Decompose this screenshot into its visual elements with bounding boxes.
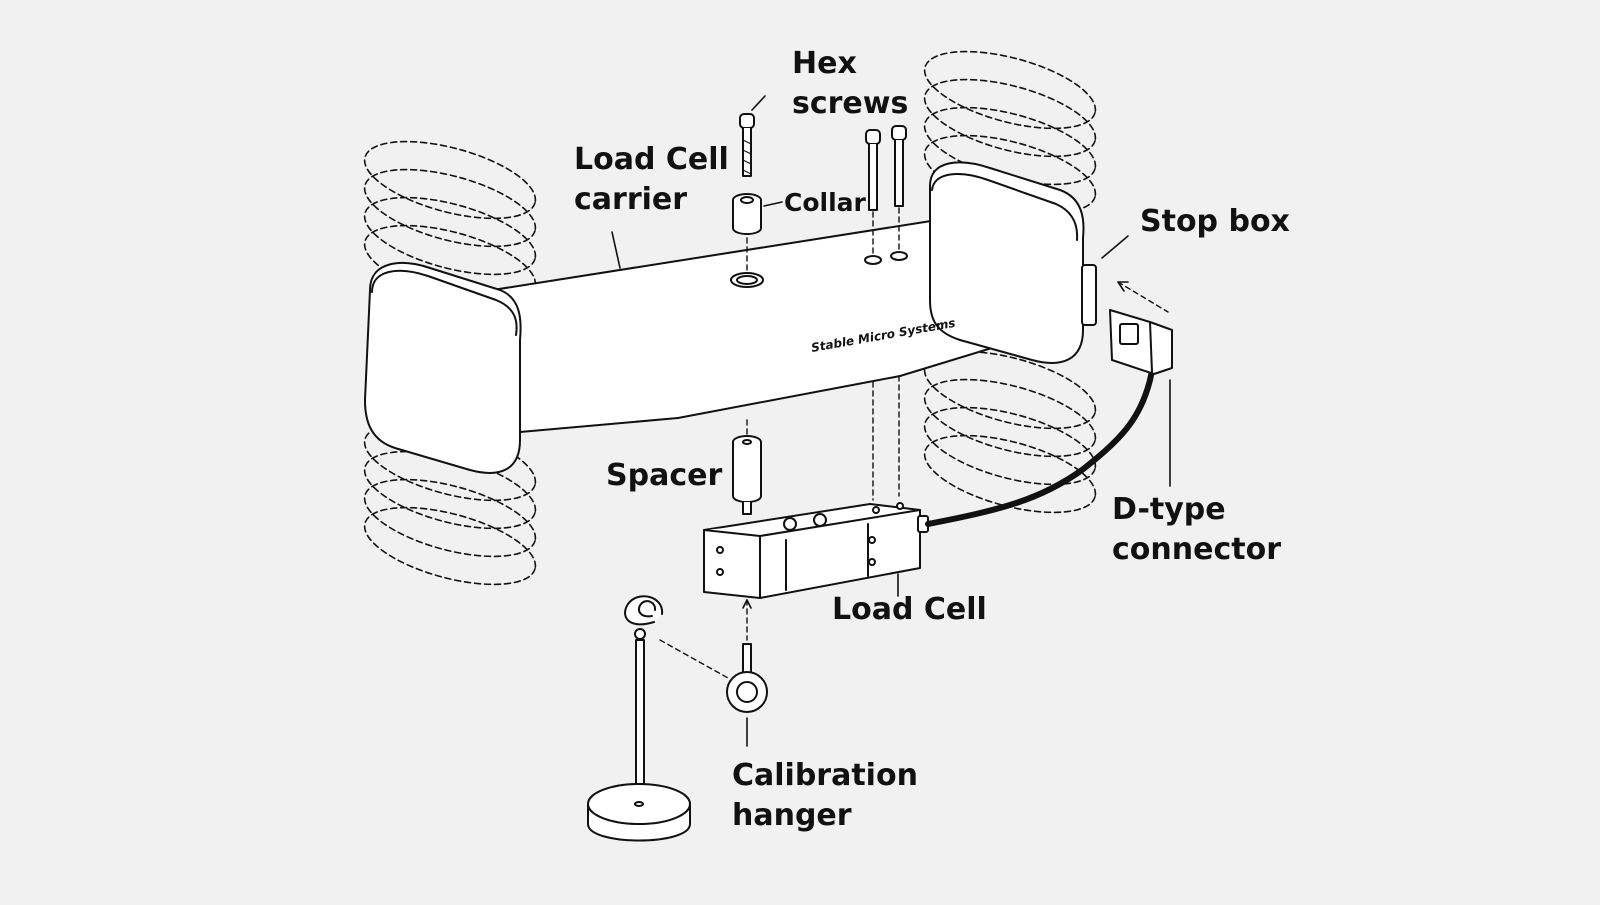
label-stop-box: Stop box xyxy=(1140,204,1290,239)
eye-bolt-part xyxy=(726,643,768,713)
load-cell-part xyxy=(703,502,929,599)
right-lower-motion-outlines xyxy=(923,350,1097,514)
hex-screw-axis-lines xyxy=(872,207,900,501)
label-d-type-connector: D-type connector xyxy=(1112,492,1281,567)
label-spacer: Spacer xyxy=(606,458,723,493)
stop-box-leader-line xyxy=(1101,235,1129,259)
left-lower-motion-outlines xyxy=(363,422,537,586)
collar-leader-line xyxy=(763,201,783,207)
label-hex-screws: Hex screws xyxy=(792,46,909,121)
label-load-cell-carrier: Load Cell carrier xyxy=(574,142,729,217)
calibration-hanger-part xyxy=(587,595,691,842)
load-cell-carrier-body xyxy=(364,161,1097,474)
spacer-part xyxy=(732,435,762,515)
label-collar: Collar xyxy=(784,188,866,217)
hex-screws-leader-line xyxy=(751,95,766,111)
carrier-leader-line xyxy=(611,231,621,269)
hex-screws-pair xyxy=(865,125,907,211)
hook-to-eye-line xyxy=(659,639,729,679)
d-type-connector-part xyxy=(1109,309,1173,375)
connector-direction-line xyxy=(1117,281,1169,313)
label-calibration-hanger: Calibration hanger xyxy=(732,758,918,833)
label-load-cell: Load Cell xyxy=(832,592,987,627)
collar-part xyxy=(732,193,762,235)
hex-screw-left xyxy=(739,113,755,177)
cable xyxy=(925,349,1159,527)
